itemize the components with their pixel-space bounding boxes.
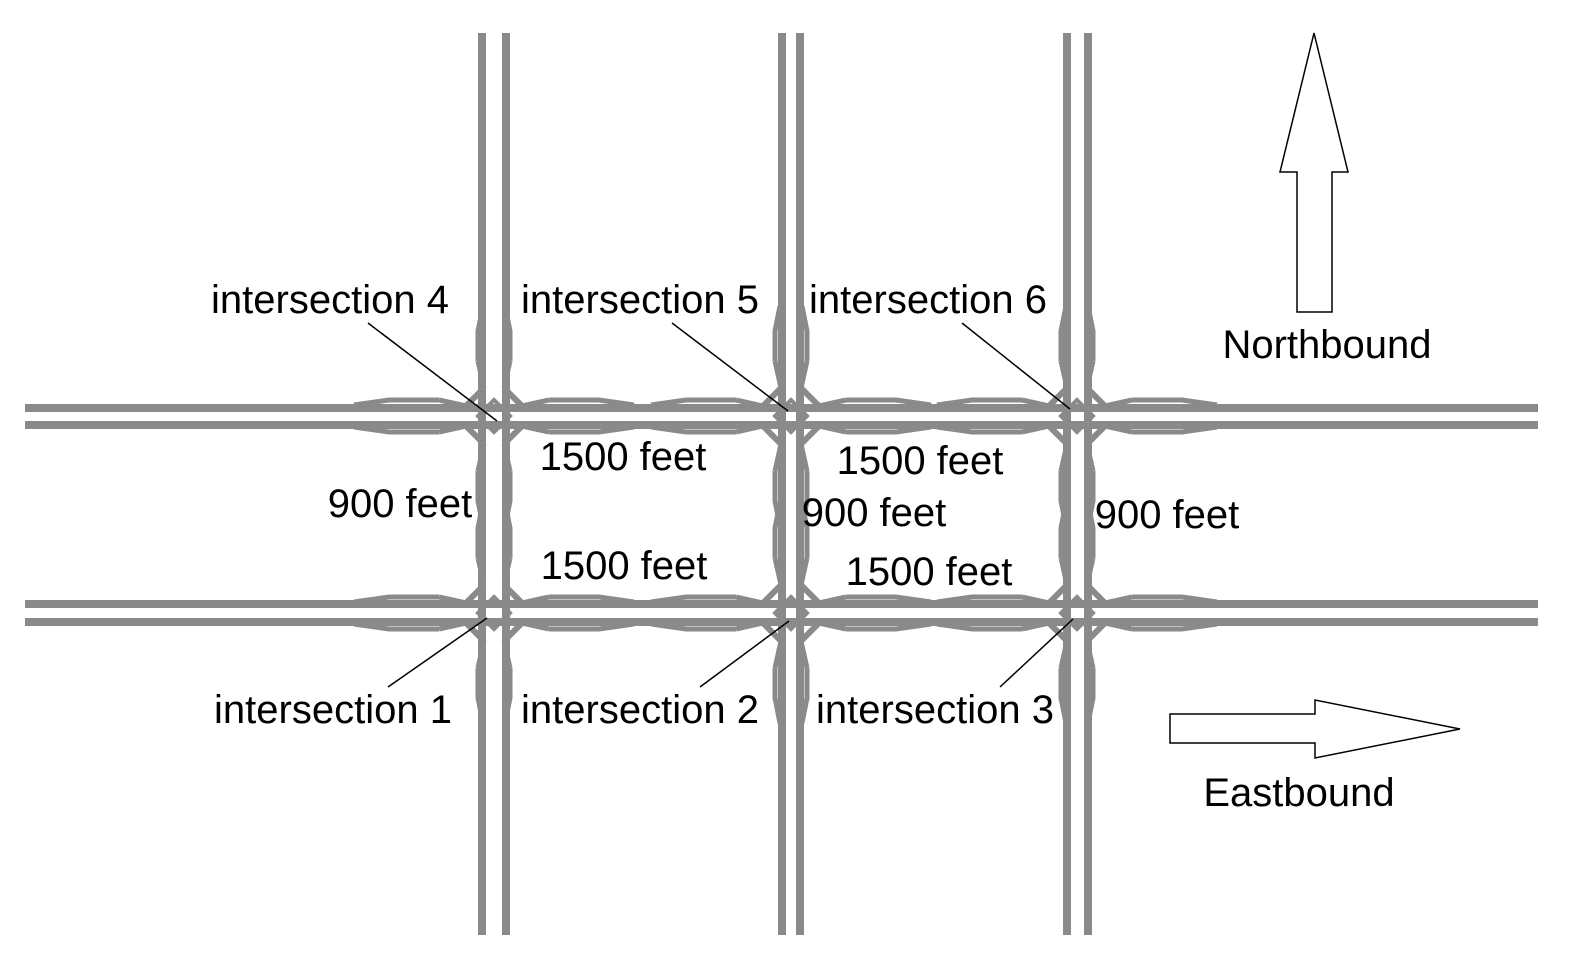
pointer-line-intersection-2	[699, 620, 790, 688]
intersection-1-label: intersection 1	[214, 688, 452, 732]
distance-label-900-middle: 900 feet	[802, 491, 947, 535]
distance-label-1500-top-right: 1500 feet	[837, 439, 1004, 483]
pointer-line-intersection-5	[671, 322, 789, 412]
northbound-label: Northbound	[1222, 323, 1431, 367]
pointer-line-intersection-4	[367, 322, 498, 422]
pointer-line-intersection-3	[999, 618, 1074, 688]
intersection-6-label: intersection 6	[809, 278, 1047, 322]
direction-arrows	[1169, 32, 1461, 759]
pointer-line-intersection-6	[961, 322, 1071, 410]
intersection-2-label: intersection 2	[521, 688, 759, 732]
distance-label-900-right: 900 feet	[1095, 493, 1240, 537]
northbound-up-arrow-icon	[1279, 32, 1349, 313]
distance-label-1500-top-left: 1500 feet	[540, 435, 707, 479]
eastbound-right-arrow-icon	[1169, 699, 1461, 759]
pointer-line-intersection-1	[387, 617, 488, 688]
distance-label-1500-bottom-left: 1500 feet	[541, 544, 708, 588]
intersection-5-label: intersection 5	[521, 278, 759, 322]
intersection-4-label: intersection 4	[211, 278, 449, 322]
pointer-lines	[367, 322, 1074, 688]
intersection-3-label: intersection 3	[816, 688, 1054, 732]
distance-label-1500-bottom-right: 1500 feet	[846, 550, 1013, 594]
distance-label-900-left: 900 feet	[328, 482, 473, 526]
eastbound-label: Eastbound	[1203, 771, 1394, 815]
